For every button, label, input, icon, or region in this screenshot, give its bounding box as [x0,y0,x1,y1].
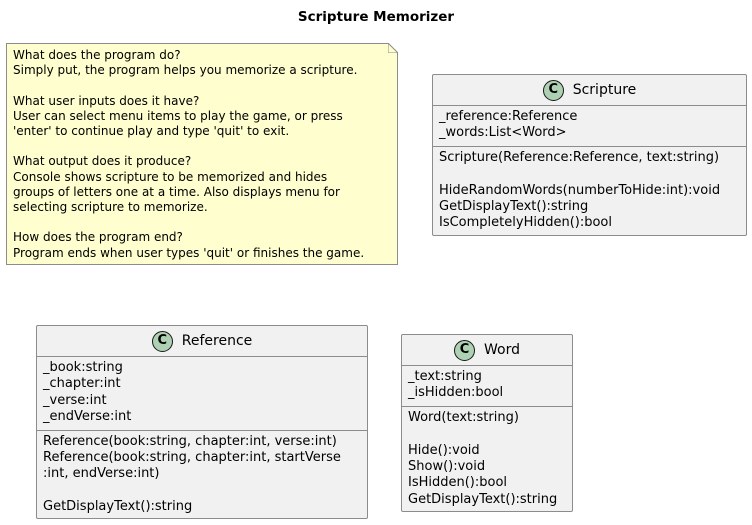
note-paragraph: What output does it produce? Console sho… [13,154,340,214]
diagram-title: Scripture Memorizer [297,9,455,25]
method: IsCompletelyHidden():bool [439,215,612,231]
class-c-badge-icon: C [454,339,475,361]
method: Hide():void [408,442,480,458]
method: Scripture(Reference:Reference, text:stri… [439,149,720,165]
field: _endVerse:int [43,409,132,425]
field: _isHidden:bool [408,385,504,401]
method: Reference(book:string, chapter:int, star… [43,450,341,466]
method: GetDisplayText():string [43,499,193,515]
field: _verse:int [43,392,107,408]
note-paragraph: What does the program do? Simply put, th… [13,48,358,78]
field: _text:string [408,369,482,384]
class-methods: Word(text:string) Hide():void Show():voi… [402,405,572,512]
method-spacer [43,483,361,499]
class-scripture[interactable]: C Scripture _reference:Reference _words:… [432,74,747,236]
class-name: Reference [181,332,253,349]
class-header: C Scripture [433,75,746,106]
method: GetDisplayText():string [439,199,589,215]
method-spacer [408,426,566,442]
class-fields: _reference:Reference _words:List<Word> [433,106,746,146]
field: _chapter:int [43,376,121,392]
class-methods: Scripture(Reference:Reference, text:stri… [433,145,746,236]
method: GetDisplayText():string [408,491,558,507]
class-header: C Word [402,335,572,366]
field: _reference:Reference [439,109,578,124]
class-methods: Reference(book:string, chapter:int, vers… [37,429,367,520]
class-word[interactable]: C Word _text:string _isHidden:bool Word(… [401,334,573,512]
class-reference[interactable]: C Reference _book:string _chapter:int _v… [36,325,368,519]
method-spacer [439,166,740,182]
field: _book:string [43,360,123,375]
program-note: What does the program do? Simply put, th… [6,43,398,265]
class-c-badge-icon: C [151,330,173,352]
method: :int, endVerse:int) [43,466,160,482]
method: Word(text:string) [408,409,519,425]
note-paragraph: What user inputs does it have? User can … [13,93,343,138]
class-header: C Reference [37,326,367,357]
method: Reference(book:string, chapter:int, vers… [43,433,337,449]
method: IsHidden():bool [408,475,508,491]
note-paragraph: How does the program end? Program ends w… [13,230,365,260]
class-name: Scripture [572,81,637,98]
class-c-badge-icon: C [542,79,564,101]
class-fields: _text:string _isHidden:bool [402,366,572,406]
class-fields: _book:string _chapter:int _verse:int _en… [37,357,367,430]
field: _words:List<Word> [439,125,567,141]
method: HideRandomWords(numberToHide:int):void [439,182,721,198]
note-fold-corner [388,43,398,53]
class-name: Word [484,341,520,358]
method: Show():void [408,459,486,475]
